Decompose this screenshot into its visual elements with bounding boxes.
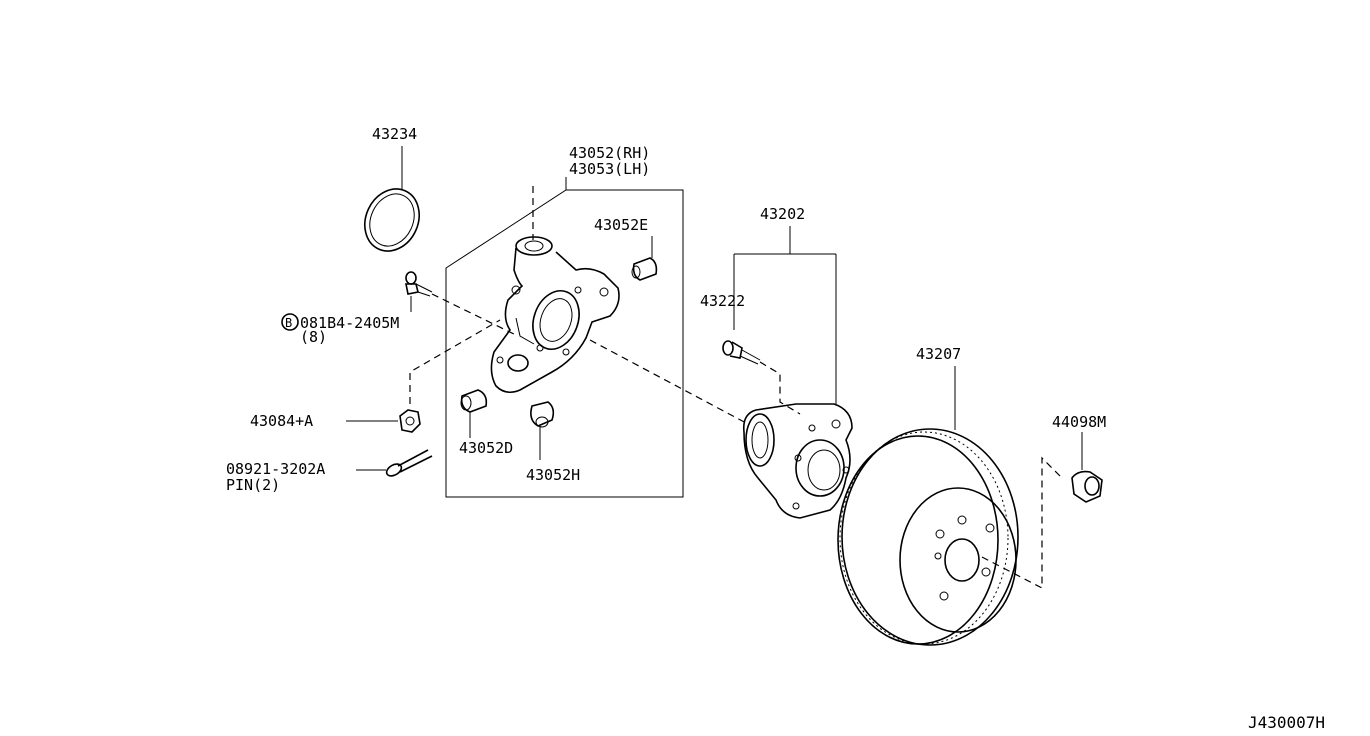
disc-rotor-43207[interactable] <box>837 428 1019 646</box>
label-43222[interactable]: 43222 <box>700 292 745 310</box>
knuckle-group-box <box>445 189 684 498</box>
bolt-axis-line <box>431 293 519 337</box>
seal-ring-43234[interactable] <box>355 180 429 260</box>
bolt-081b4-2405m[interactable] <box>405 271 433 297</box>
label-43234[interactable]: 43234 <box>372 125 417 143</box>
hub-assembly-43202[interactable] <box>742 403 853 519</box>
bushing-43052e[interactable] <box>631 257 658 281</box>
label-43084a[interactable]: 43084+A <box>250 412 313 430</box>
label-bolt-qty: (8) <box>300 328 327 346</box>
hub-bolt-axis <box>759 361 801 415</box>
plug-axis-line <box>979 456 1061 589</box>
label-43053-lh[interactable]: 43053(LH) <box>569 160 650 178</box>
label-43052e[interactable]: 43052E <box>594 216 648 234</box>
cotter-pin-08921-3202a[interactable] <box>385 449 433 478</box>
bushing-43052d[interactable] <box>460 389 488 413</box>
label-43202[interactable]: 43202 <box>760 205 805 223</box>
nut-axis-line <box>409 319 501 404</box>
plug-44098m[interactable] <box>1071 470 1103 503</box>
knuckle-hub-axis <box>589 339 749 425</box>
bushing-43052h[interactable] <box>530 401 555 428</box>
diagram-id: J430007H <box>1248 713 1325 732</box>
label-44098m[interactable]: 44098M <box>1052 413 1106 431</box>
nut-43084a[interactable] <box>399 409 421 433</box>
hub-bolt-43222[interactable] <box>722 340 761 365</box>
leader-43202 <box>733 226 837 404</box>
bolt-ref-badge: B <box>281 313 299 331</box>
label-43207[interactable]: 43207 <box>916 345 961 363</box>
label-43052h[interactable]: 43052H <box>526 466 580 484</box>
label-bolt-code[interactable]: 081B4-2405M <box>300 314 399 332</box>
svg-text:B: B <box>285 316 292 330</box>
knuckle-43052[interactable] <box>490 186 620 394</box>
label-43052-rh[interactable]: 43052(RH) <box>569 144 650 162</box>
label-43052d[interactable]: 43052D <box>459 439 513 457</box>
label-pin-code[interactable]: 08921-3202A <box>226 460 325 478</box>
label-pin-qty: PIN(2) <box>226 476 280 494</box>
